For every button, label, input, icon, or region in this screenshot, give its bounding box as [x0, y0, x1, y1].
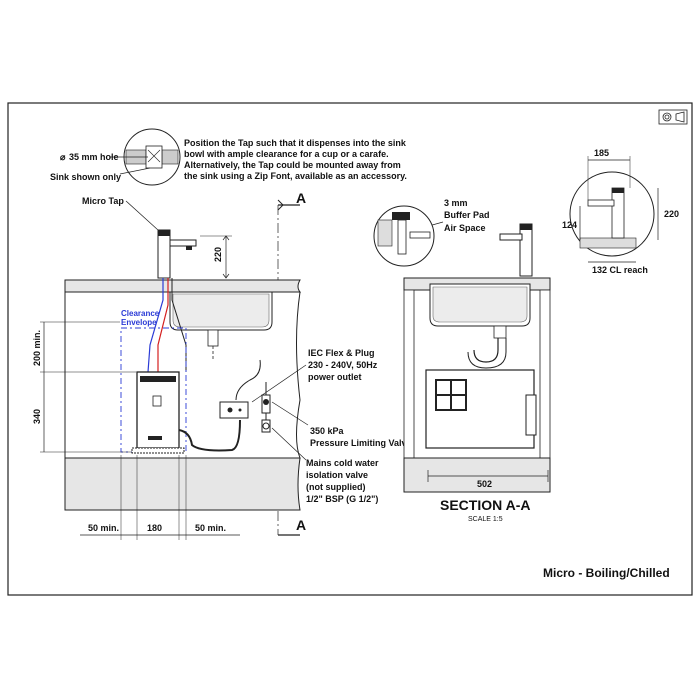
section-marker-bottom: A: [296, 517, 306, 533]
pressure-label-2: Pressure Limiting Valve: [310, 438, 412, 448]
buffer-label-3: Air Space: [444, 223, 486, 233]
position-note-line-4: the sink using a Zip Font, available as …: [184, 171, 407, 181]
iec-label-1: IEC Flex & Plug: [308, 348, 375, 358]
dim-502: 502: [477, 479, 492, 489]
dim-124: 124: [562, 220, 577, 230]
mains-label-3: (not supplied): [306, 482, 366, 492]
dim-180: 180: [147, 523, 162, 533]
dim-220-left: 220: [213, 247, 223, 262]
dim-340: 340: [32, 409, 42, 424]
sink-shown-label: Sink shown only: [50, 172, 121, 182]
micro-tap-label: Micro Tap: [82, 196, 124, 206]
buffer-label-2: Buffer Pad: [444, 210, 490, 220]
clearance-envelope: [120, 327, 187, 453]
pressure-valve: [261, 382, 271, 433]
section-cabinet: [403, 277, 551, 493]
tap-reach-detail: [569, 171, 655, 257]
dim-50-right: 50 min.: [195, 523, 226, 533]
dim-200-min: 200 min.: [32, 330, 42, 366]
dim-185: 185: [594, 148, 609, 158]
position-note-line-3: Alternatively, the Tap could be mounted …: [184, 160, 401, 170]
mains-label-4: 1/2" BSP (G 1/2"): [306, 494, 378, 504]
micro-tap-left: [157, 229, 197, 279]
position-note-line-2: bowl with ample clearance for a cup or a…: [184, 149, 389, 159]
buffer-label-1: 3 mm: [444, 198, 468, 208]
clearance-label-2: Envelope: [121, 318, 157, 327]
dim-132-reach: 132 CL reach: [592, 265, 648, 275]
dim-50-left: 50 min.: [88, 523, 119, 533]
product-title: Micro - Boiling/Chilled: [543, 566, 670, 580]
mains-label-2: isolation valve: [306, 470, 368, 480]
clearance-label-1: Clearance: [121, 309, 160, 318]
section-marker-top: A: [296, 190, 306, 206]
power-outlet: [219, 401, 249, 419]
iec-label-3: power outlet: [308, 372, 362, 382]
section-scale: SCALE 1:5: [468, 516, 503, 523]
section-title: SECTION A-A: [440, 497, 530, 513]
sink-bowl: [169, 291, 273, 360]
position-note-line-1: Position the Tap such that it dispenses …: [184, 138, 407, 148]
hole-label: 35 mm hole: [69, 152, 119, 162]
projection-symbol-icon: [658, 109, 688, 125]
micro-tap-section: [499, 223, 533, 277]
mains-label-1: Mains cold water: [306, 458, 379, 468]
buffer-detail: [373, 205, 435, 267]
hole-diameter-symbol: ⌀: [60, 152, 66, 162]
drawing-frame: [7, 102, 693, 596]
micro-unit: [131, 371, 185, 454]
iec-label-2: 230 - 240V, 50Hz: [308, 360, 378, 370]
dim-220-right: 220: [664, 209, 679, 219]
tap-hole-detail: [110, 128, 181, 186]
pressure-label-1: 350 kPa: [310, 426, 345, 436]
